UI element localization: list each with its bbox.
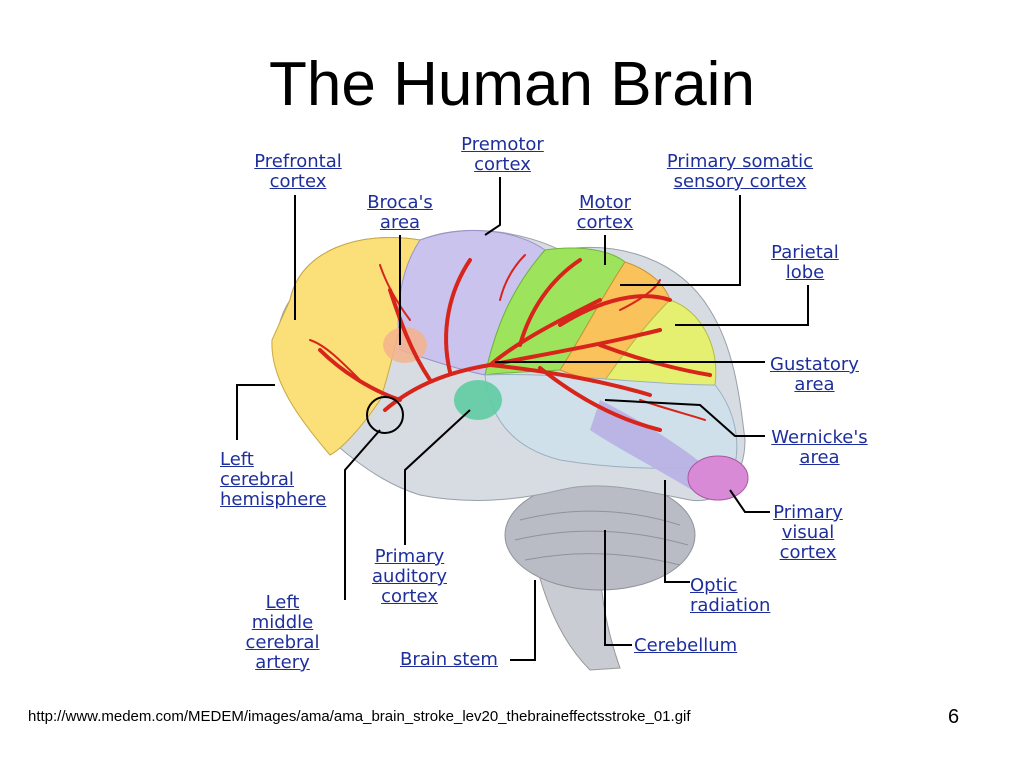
- visual-cortex-region: [687, 455, 749, 501]
- label-primary-visual-cortex: Primary visual cortex: [773, 502, 843, 563]
- label-primary-auditory-cortex: Primary auditory cortex: [372, 546, 447, 607]
- label-primary-somatic-sensory-cortex: Primary somatic sensory cortex: [666, 151, 814, 192]
- label-parietal-lobe: Parietal lobe: [771, 242, 839, 283]
- artery-twigs: [309, 254, 706, 421]
- leader-lines: [236, 177, 809, 661]
- artery-marker-circle: [366, 396, 404, 434]
- slide-title: The Human Brain: [269, 50, 755, 119]
- auditory-region: [454, 380, 502, 420]
- label-premotor-cortex: Premotor cortex: [461, 134, 544, 175]
- label-wernickes-area: Wernicke's area: [771, 427, 868, 468]
- label-cerebellum: Cerebellum: [634, 635, 738, 656]
- label-brain-stem: Brain stem: [400, 649, 498, 670]
- label-brocas-area: Broca's area: [367, 192, 433, 233]
- cerebellum-folds: [514, 510, 689, 566]
- label-left-middle-cerebral-artery: Left middle cerebral artery: [245, 592, 320, 673]
- label-left-cerebral-hemisphere: Left cerebral hemisphere: [220, 449, 327, 510]
- source-url: http://www.medem.com/MEDEM/images/ama/am…: [28, 708, 691, 725]
- optic-radiation-shape: [590, 400, 710, 495]
- label-prefrontal-cortex: Prefrontal cortex: [254, 151, 342, 192]
- page-number: 6: [948, 706, 960, 728]
- label-gustatory-area: Gustatory area: [770, 354, 859, 395]
- label-optic-radiation: Optic radiation: [690, 575, 771, 616]
- cerebellum-shape: [504, 479, 696, 591]
- label-motor-cortex: Motor cortex: [576, 192, 634, 233]
